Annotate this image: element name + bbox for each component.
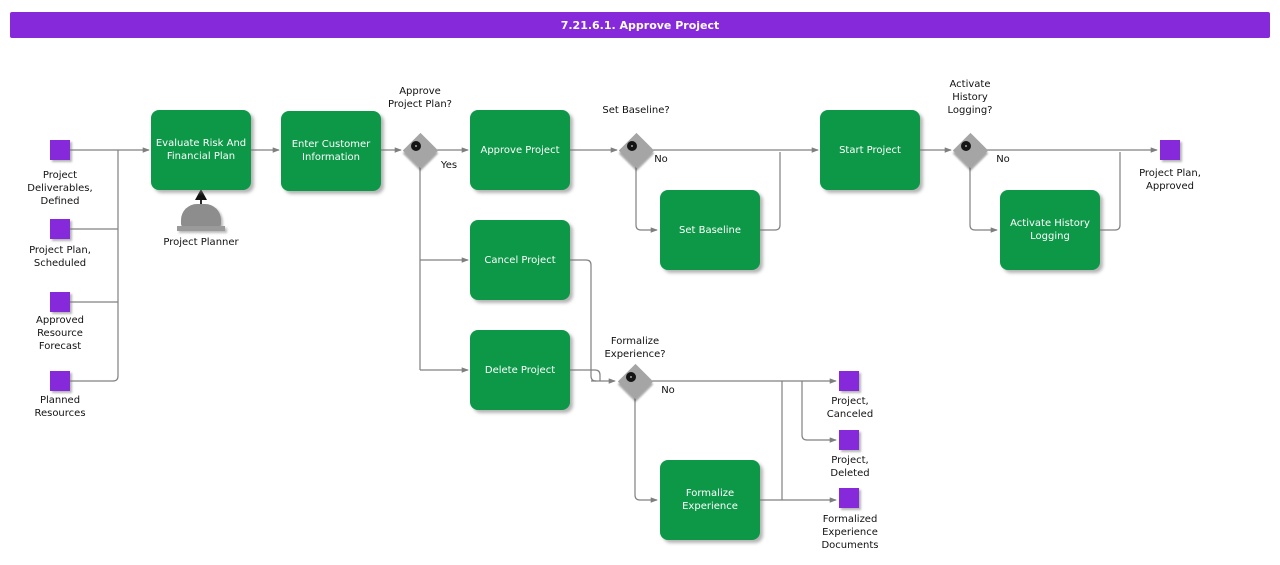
artifact-formalized-experience-documents[interactable] (839, 488, 859, 508)
task-enter-customer-information[interactable]: Enter Customer Information (281, 111, 381, 191)
flow-cancel-out (570, 259, 597, 382)
artifact-project-plan-approved[interactable] (1160, 140, 1180, 160)
gateway-diamond-icon (617, 363, 654, 400)
gateway-circle-icon (626, 372, 636, 382)
gateway-activate-history-logging[interactable] (952, 132, 989, 169)
artifact-approved-resource-forecast[interactable] (50, 292, 70, 312)
flow-gw3-to-ahl (969, 167, 998, 233)
task-label: Enter Customer Information (291, 139, 371, 163)
task-activate-history-logging[interactable]: Activate History Logging (1000, 190, 1100, 270)
gateway-question: Activate History Logging? (947, 79, 993, 116)
flow-setbaseline-return (760, 152, 781, 231)
gateway-circle-icon (627, 141, 637, 151)
gateway-formalize-experience[interactable] (617, 363, 654, 400)
gateway-circle-icon (961, 141, 971, 151)
artifact-planned-resources[interactable] (50, 371, 70, 391)
task-cancel-project[interactable]: Cancel Project (470, 220, 570, 300)
artifact-project-plan-scheduled[interactable] (50, 219, 70, 239)
flow-input-trunk-vertical (70, 150, 119, 382)
gateway-question: Approve Project Plan? (388, 86, 452, 110)
flow-gw4-to-formalize (634, 398, 658, 503)
artifact-label: Approved Resource Forecast (36, 315, 84, 352)
diagram-title-bar: 7.21.6.1. Approve Project (10, 12, 1270, 38)
task-label: Evaluate Risk And Financial Plan (155, 138, 247, 162)
gateway-set-baseline[interactable] (618, 132, 655, 169)
artifact-project-deliverables-defined[interactable] (50, 140, 70, 160)
flow-branch-to-deleted (801, 381, 837, 443)
branch-label-yes: Yes (440, 160, 458, 171)
branch-label-no: No (996, 154, 1010, 165)
artifact-label: Project Deliverables, Defined (27, 170, 93, 207)
gateway-approve-project-plan[interactable] (402, 132, 439, 169)
gateway-question: Formalize Experience? (604, 336, 666, 360)
branch-label-no: No (661, 385, 675, 396)
task-label: Start Project (839, 144, 901, 156)
actor-name: Project Planner (163, 237, 239, 248)
gateway-diamond-icon (952, 132, 989, 169)
task-set-baseline[interactable]: Set Baseline (660, 190, 760, 270)
artifact-project-canceled[interactable] (839, 371, 859, 391)
task-label: Activate History Logging (1010, 218, 1090, 242)
artifact-label: Project Plan, Approved (1139, 168, 1201, 192)
gateway-circle-icon (411, 141, 421, 151)
artifact-label: Project, Deleted (830, 455, 870, 479)
gateway-question: Set Baseline? (602, 105, 670, 116)
artifact-project-deleted[interactable] (839, 430, 859, 450)
actor-icon-base (177, 226, 225, 231)
task-start-project[interactable]: Start Project (820, 110, 920, 190)
artifact-label: Formalized Experience Documents (821, 514, 879, 551)
task-label: Approve Project (480, 144, 560, 156)
branch-label-no: No (654, 154, 668, 165)
task-label: Delete Project (484, 364, 556, 376)
task-formalize-experience[interactable]: Formalize Experience (660, 460, 760, 540)
flow-ahl-return (1100, 152, 1121, 231)
task-evaluate-risk[interactable]: Evaluate Risk And Financial Plan (151, 110, 251, 190)
artifact-label: Project, Canceled (826, 396, 874, 420)
task-approve-project[interactable]: Approve Project (470, 110, 570, 190)
page-title: 7.21.6.1. Approve Project (560, 18, 720, 32)
task-delete-project[interactable]: Delete Project (470, 330, 570, 410)
flow-gw2-to-setbaseline (635, 167, 658, 233)
artifact-label: Planned Resources (34, 395, 86, 419)
task-label: Formalize Experience (682, 488, 738, 512)
task-label: Set Baseline (679, 224, 741, 236)
artifact-label: Project Plan, Scheduled (29, 245, 91, 269)
actor-icon[interactable] (181, 204, 221, 227)
task-label: Cancel Project (484, 254, 556, 266)
flow-delete-out (570, 369, 601, 381)
actor-arrow-head (195, 189, 207, 200)
